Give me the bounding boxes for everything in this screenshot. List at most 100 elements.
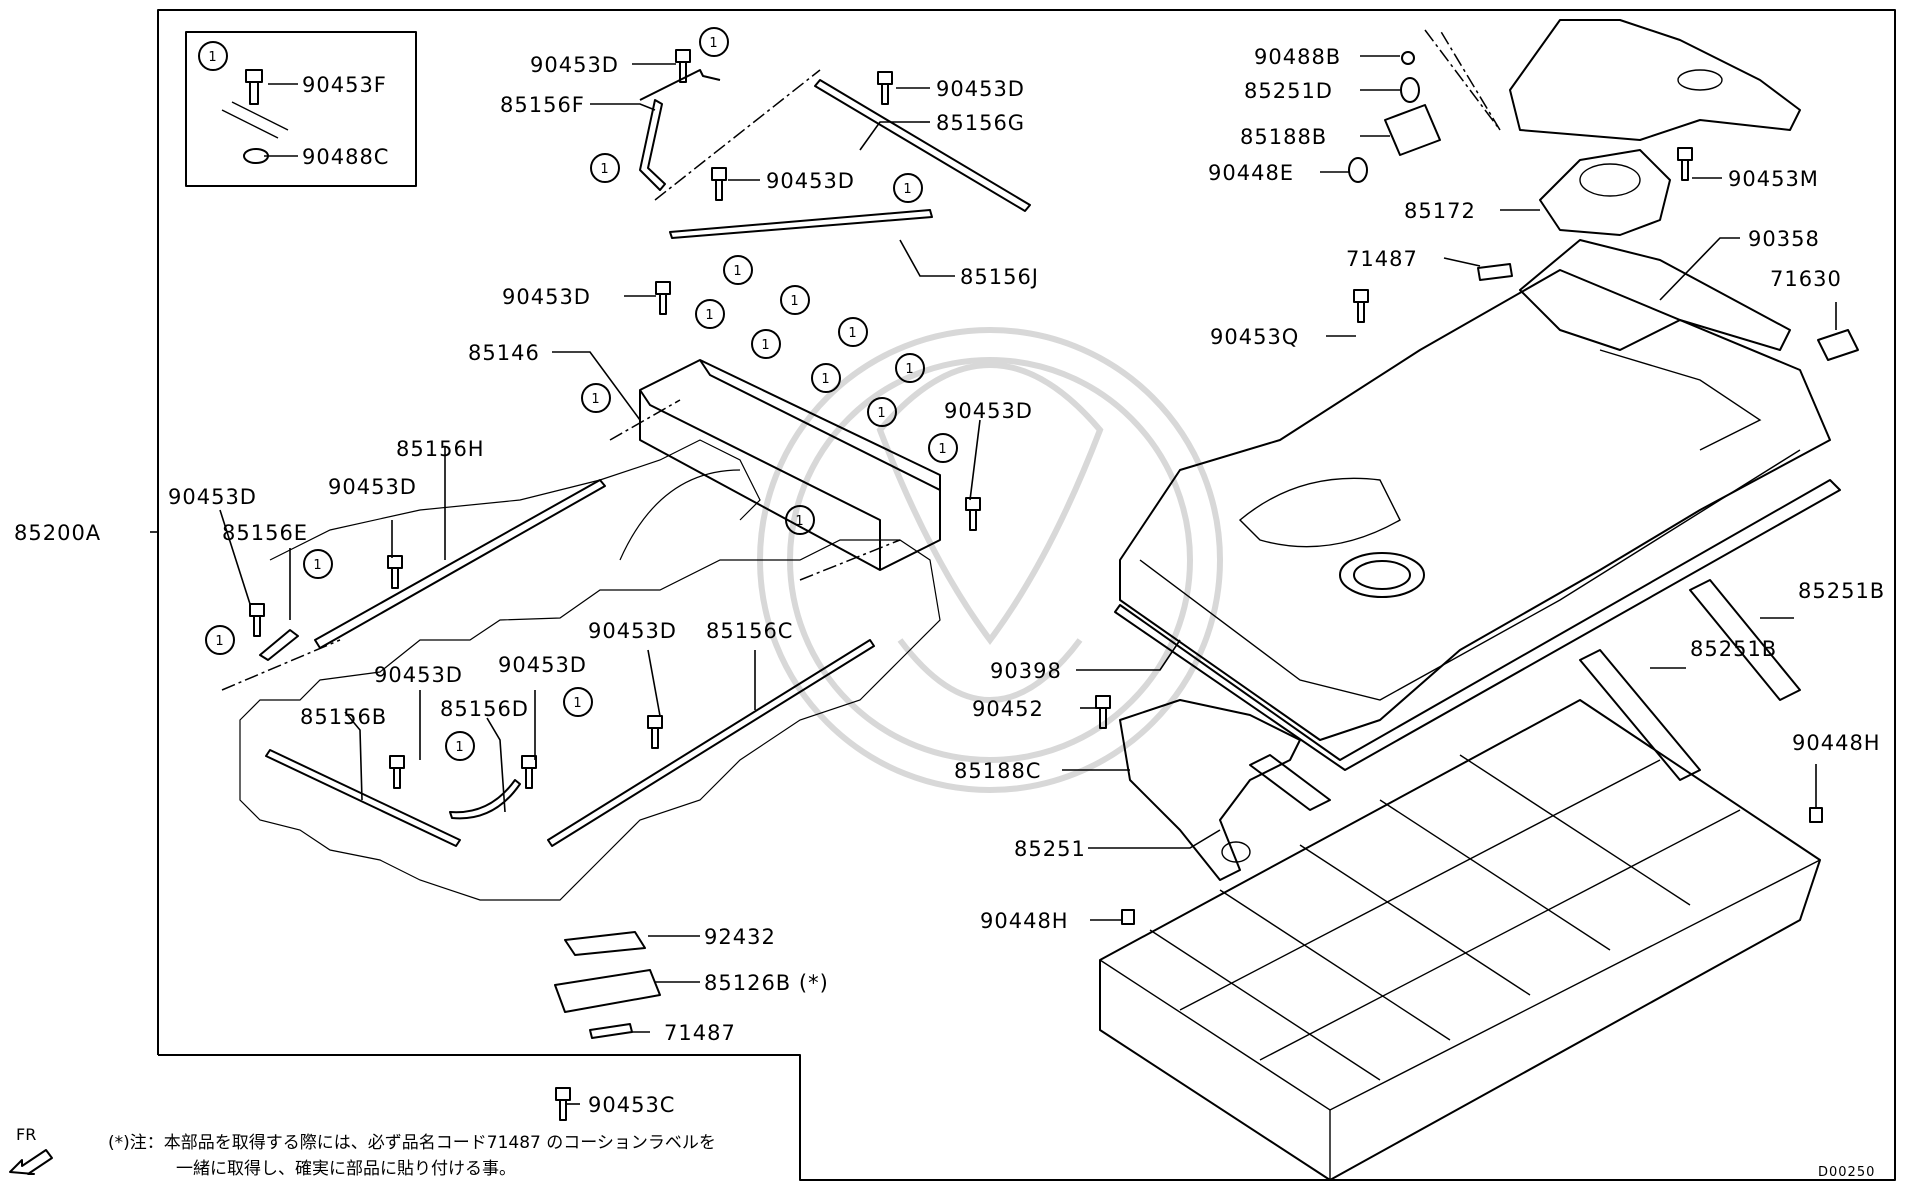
callout-1: 1 — [723, 255, 753, 285]
svg-text:1: 1 — [705, 308, 714, 323]
svg-text:1: 1 — [208, 50, 217, 65]
cover-85172 — [1539, 149, 1671, 236]
part-labels: 90453F 90488C 90453D 90453D 85156F 85156… — [14, 45, 1885, 1117]
svg-text:1: 1 — [733, 264, 742, 279]
svg-text:1: 1 — [215, 634, 224, 649]
callout-1: 1 — [867, 397, 897, 427]
lower-tray-85200A — [239, 439, 941, 901]
label-85156D: 85156D — [440, 697, 529, 721]
callout-1: 1 — [695, 299, 725, 329]
label-90453F: 90453F — [302, 73, 387, 97]
footnote-line1: (*)注：本部品を取得する際には、必ず品名コード71487 のコーションラベルを — [108, 1133, 716, 1153]
label-90488B: 90488B — [1254, 45, 1341, 69]
bolts — [249, 49, 1693, 1121]
dashed-lines — [221, 29, 1501, 691]
callout-1: 1 — [895, 353, 925, 383]
label-85156B: 85156B — [300, 705, 387, 729]
svg-text:1: 1 — [905, 362, 914, 377]
label-85200A: 85200A — [14, 521, 101, 545]
svg-text:1: 1 — [790, 294, 799, 309]
label-85172: 85172 — [1404, 199, 1476, 223]
plate-90358 — [1519, 239, 1791, 351]
callout-1: 1 — [198, 41, 228, 71]
label-85188C: 85188C — [954, 759, 1041, 783]
bracket-85146 — [639, 359, 941, 571]
housing-top-right — [1509, 19, 1801, 141]
label-90448E: 90448E — [1208, 161, 1294, 185]
callout-1: 1 — [811, 363, 841, 393]
label-85156H: 85156H — [396, 437, 485, 461]
label-90453D: 90453D — [944, 399, 1033, 423]
callout-1: 1 — [928, 433, 958, 463]
callout-1: 1 — [751, 329, 781, 359]
label-85188B: 85188B — [1240, 125, 1327, 149]
diagram-ref: D00250 — [1818, 1165, 1875, 1180]
svg-text:1: 1 — [877, 406, 886, 421]
callout-1: 1 — [205, 625, 235, 655]
svg-text:1: 1 — [848, 326, 857, 341]
top-cover-90398 — [1119, 269, 1831, 741]
small-parts-right — [1121, 51, 1859, 925]
label-85156G: 85156G — [936, 111, 1025, 135]
label-85156J: 85156J — [960, 265, 1039, 289]
label-90453D: 90453D — [530, 53, 619, 77]
label-90452: 90452 — [972, 697, 1044, 721]
callout-1: 1 — [581, 383, 611, 413]
callout-1: 1 — [590, 153, 620, 183]
svg-text:1: 1 — [573, 696, 582, 711]
svg-text:1: 1 — [709, 36, 718, 51]
label-71487: 71487 — [1346, 247, 1418, 271]
label-85251: 85251 — [1014, 837, 1086, 861]
svg-text:1: 1 — [938, 442, 947, 457]
rails-85156 — [259, 69, 1031, 847]
svg-text:1: 1 — [821, 372, 830, 387]
spacers-85251 — [1249, 579, 1801, 811]
small-parts-lower-left — [554, 931, 661, 1039]
label-90398: 90398 — [990, 659, 1062, 683]
svg-text:1: 1 — [600, 162, 609, 177]
svg-text:1: 1 — [795, 514, 804, 529]
svg-text:1: 1 — [761, 338, 770, 353]
callout-1: 1 — [699, 27, 729, 57]
label-90453D: 90453D — [502, 285, 591, 309]
gasket-90398 — [1114, 479, 1841, 771]
label-85156E: 85156E — [222, 521, 308, 545]
label-90453C: 90453C — [588, 1093, 675, 1117]
svg-text:1: 1 — [591, 392, 600, 407]
label-90448H: 90448H — [980, 909, 1069, 933]
svg-text:1: 1 — [903, 182, 912, 197]
label-90453M: 90453M — [1728, 167, 1819, 191]
callout-1: 1 — [893, 173, 923, 203]
label-71630: 71630 — [1770, 267, 1842, 291]
label-90453D: 90453D — [168, 485, 257, 509]
svg-text:1: 1 — [455, 740, 464, 755]
fr-arrow-icon — [9, 1149, 53, 1175]
label-85156C: 85156C — [706, 619, 793, 643]
label-71487: 71487 — [664, 1021, 736, 1045]
label-90453D: 90453D — [328, 475, 417, 499]
label-90453Q: 90453Q — [1210, 325, 1299, 349]
callout-1: 1 — [780, 285, 810, 315]
callout-1: 1 — [785, 505, 815, 535]
label-85251B: 85251B — [1798, 579, 1885, 603]
svg-text:1: 1 — [313, 558, 322, 573]
label-90453D: 90453D — [588, 619, 677, 643]
callout-1: 1 — [838, 317, 868, 347]
front-direction-indicator: FR — [9, 1125, 53, 1175]
label-90453D: 90453D — [498, 653, 587, 677]
label-85251B: 85251B — [1690, 637, 1777, 661]
callout-1: 1 — [445, 731, 475, 761]
frame — [157, 9, 1896, 1181]
label-92432: 92432 — [704, 925, 776, 949]
label-90488C: 90488C — [302, 145, 389, 169]
label-90358: 90358 — [1748, 227, 1820, 251]
label-90453D: 90453D — [766, 169, 855, 193]
label-85146: 85146 — [468, 341, 540, 365]
leader-lines — [150, 55, 1837, 1105]
footnote-line2: 一緒に取得し、確実に部品に貼り付ける事。 — [176, 1159, 516, 1179]
label-85156F: 85156F — [500, 93, 585, 117]
battery-tray — [1099, 699, 1821, 1181]
label-85126B: 85126B (*) — [704, 971, 829, 995]
callout-1: 1 — [563, 687, 593, 717]
